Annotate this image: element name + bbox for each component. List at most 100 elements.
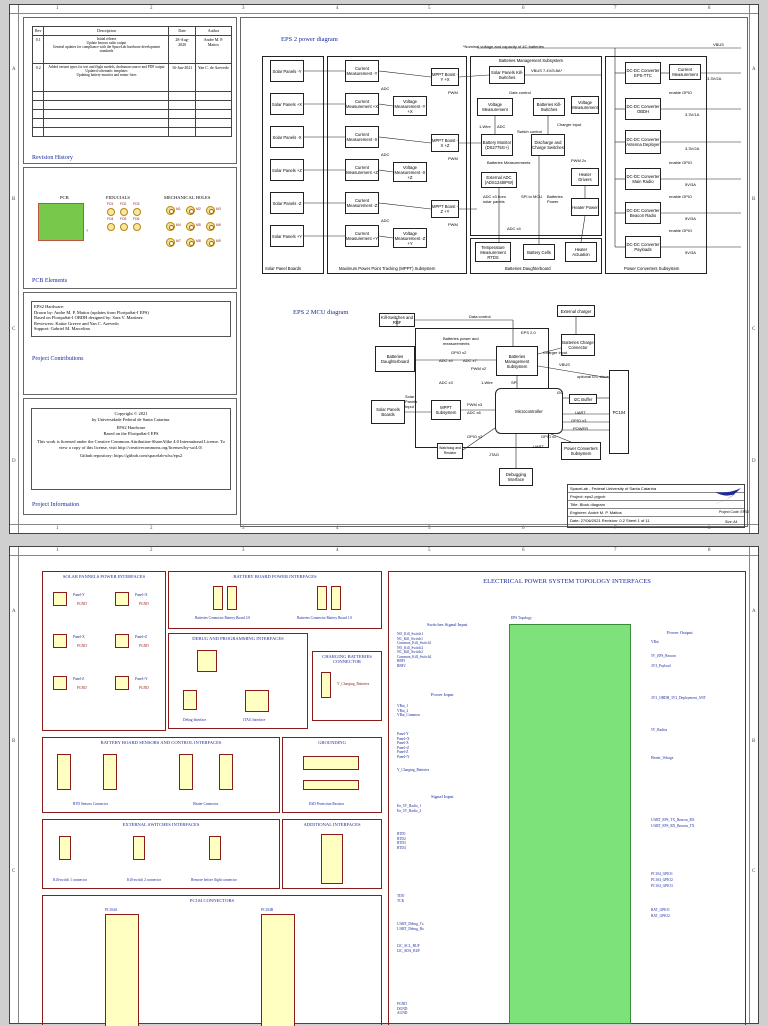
sensors-interfaces-box: BATTERY BOARD SENSORS AND CONTROL INTERF… xyxy=(42,737,280,813)
ruler-label: 4 xyxy=(336,526,339,531)
topology-input-net: AGND xyxy=(397,1011,408,1015)
title-block-row: Date: 27/06/2021 Revision: 0.2 Sheet 1 o… xyxy=(570,518,650,523)
eps-board-label: EPS 2.0 xyxy=(521,330,536,335)
mcu-block: Power Converters Subsystem xyxy=(561,442,601,460)
enable-gpio-label: enable GPIO xyxy=(669,194,693,199)
connector-symbol xyxy=(317,586,327,610)
connector-ref: PC104B xyxy=(261,908,274,912)
fiducial-symbol xyxy=(120,208,128,216)
mcu-diagram-connectors xyxy=(396,317,610,468)
topology-input-net: RTD2 xyxy=(397,836,406,841)
power-diagram-note: *Nominal voltage and capacity of 4C batt… xyxy=(463,44,544,49)
adc-label: ADC xyxy=(381,218,390,223)
pcb-ref: ? xyxy=(86,228,89,233)
mcu-diagram-title: EPS 2 MCU diagram xyxy=(293,309,349,316)
hole-ref: M6 xyxy=(216,223,221,227)
topology-output-net: 3V3_OBDH_3V3_Deployment_ANT xyxy=(651,696,706,700)
mcu-signal-label: 1-Wire xyxy=(481,380,493,385)
mppt-boost-box: MPPT Boost -Z +Y xyxy=(431,200,459,218)
bms-box: Discharge and Charge Switches xyxy=(531,134,565,156)
sub-block-title: DEBUG AND PROGRAMMING INTERFACES xyxy=(192,636,284,641)
enable-gpio-label: enable GPIO xyxy=(669,228,693,233)
connector-caption: Batteries Connector Battery Board 1.0 xyxy=(297,616,353,620)
charging-connector-box: CHARGING BATTERIES CONNECTOR V_Charging_… xyxy=(312,651,382,721)
connector-symbol xyxy=(227,586,237,610)
current-measurement-box: Current Measurement -Y xyxy=(345,60,379,82)
spacelab-logo xyxy=(715,488,741,504)
fiducial-symbol xyxy=(120,223,128,231)
topology-input-net: VBat_1 xyxy=(397,704,409,708)
net-label: PGND xyxy=(77,602,87,606)
revision-cell: Added variant types for test and flight … xyxy=(43,63,170,92)
connector-symbol xyxy=(133,836,145,860)
vbus-label: VBUS xyxy=(713,42,724,47)
mcu-signal-label: Batteries power and measurements xyxy=(443,336,479,346)
mcu-signal-label: ADC x3 xyxy=(439,380,453,385)
topology-input-net: En_5V_Radio_2 xyxy=(397,808,422,813)
bms-label: ADC xyxy=(497,124,506,129)
ruler-label: 8 xyxy=(708,548,711,553)
ruler-label: B xyxy=(752,739,756,744)
connector-symbol xyxy=(183,690,197,710)
batteries-management-group xyxy=(470,56,602,236)
revision-history-panel: Rev Description Date Author 0.1 Initial … xyxy=(23,17,237,164)
mcu-signal-label: optional I2C slave xyxy=(577,374,609,379)
hole-ref: M5 xyxy=(196,223,201,227)
bms-box: External ADC (ADS1248IPW) xyxy=(481,172,517,188)
connector-symbol xyxy=(115,592,129,606)
connector-symbol xyxy=(103,754,117,790)
hole-ref: M9 xyxy=(216,239,221,243)
ruler-label: 2 xyxy=(150,548,153,553)
fiducial-symbol xyxy=(107,223,115,231)
solar-panel-box: Solar Panels -X xyxy=(270,126,304,148)
pc104-connectors-box: PC104 CONNECTORS PC104A PC104B xyxy=(42,895,382,1026)
microcontroller-block: Microcontroller xyxy=(495,388,563,434)
connector-caption: RTD Sensors Connector xyxy=(73,802,108,806)
fiducial-ref: FD6 xyxy=(133,217,140,221)
power-converters-group xyxy=(605,56,707,274)
group-label: Batteries Management Subsystem xyxy=(499,58,564,63)
ruler-label: 7 xyxy=(614,548,617,553)
block-diagram-panel: EPS 2 power diagram *Nominal voltage and… xyxy=(240,17,749,528)
converter-output-label: 5V/3A xyxy=(685,216,696,221)
sheet-symbol-label: EPS Topology xyxy=(511,616,532,620)
topology-interfaces-box: ELECTRICAL POWER SYSTEM TOPOLOGY INTERFA… xyxy=(388,571,746,1025)
title-block-row: Engineer: André M. P. Mattos xyxy=(568,509,744,517)
connector-caption: Kill-switch 2 connector xyxy=(127,878,161,882)
hole-ref: M3 xyxy=(216,207,221,211)
column-ruler-top: 1 2 3 4 5 6 7 8 xyxy=(10,5,758,14)
sub-block-title: BATTERY BOARD POWER INTERFACES xyxy=(233,574,317,579)
net-label: Panel-Y xyxy=(73,593,85,597)
mppt-boost-box: MPPT Boost -X +Z xyxy=(431,134,459,152)
ruler-label: C xyxy=(12,869,16,874)
topology-output-net: PC104_GPIO2 xyxy=(651,878,673,882)
topology-title: ELECTRICAL POWER SYSTEM TOPOLOGY INTERFA… xyxy=(483,578,651,585)
mcu-signal-label: ADC x6 xyxy=(467,410,481,415)
fiducial-symbol xyxy=(107,208,115,216)
bms-label: PWM 2x xyxy=(571,158,587,163)
contributions-line: Drawn by: Andre M. P. Mattos (updates fr… xyxy=(34,309,149,315)
solar-panel-box: Solar Panels +Y xyxy=(270,225,304,247)
mcu-block: External charger xyxy=(557,305,595,317)
solar-panel-boards-group xyxy=(262,56,324,274)
mcu-signal-label: Data control xyxy=(469,314,491,319)
pc104-header-symbol xyxy=(105,914,139,1026)
daughterboard-box: Battery Cells xyxy=(523,244,555,260)
ruler-label: A xyxy=(12,67,16,72)
topology-input-net: Panel-Z xyxy=(397,750,409,754)
ruler-label: D xyxy=(12,459,16,464)
ruler-label: 1 xyxy=(56,526,59,531)
contributions-line: Reviewers: Kaitor Greeve and Yan C. Azev… xyxy=(34,320,119,326)
net-label: Panel+X xyxy=(135,593,148,597)
hole-ref: M1 xyxy=(176,207,181,211)
row-ruler-right: A B C D xyxy=(749,5,758,533)
net-label: V_Charging_Batteries xyxy=(337,682,370,686)
mechanical-hole-symbol xyxy=(166,206,175,215)
mcu-signal-label: PWM x2 xyxy=(471,366,487,371)
topology-input-net: Panel-Y xyxy=(397,732,409,736)
ruler-label: 6 xyxy=(522,526,525,531)
topology-input-net: Common_Kill_Switch1 xyxy=(397,641,432,645)
fiducials-label: FIDUCIALS xyxy=(106,195,130,200)
contributions-text: EPS2 Hardware: Drawn by: Andre M. P. Mat… xyxy=(31,301,231,337)
information-line: Copyright © 2021 xyxy=(114,411,148,416)
